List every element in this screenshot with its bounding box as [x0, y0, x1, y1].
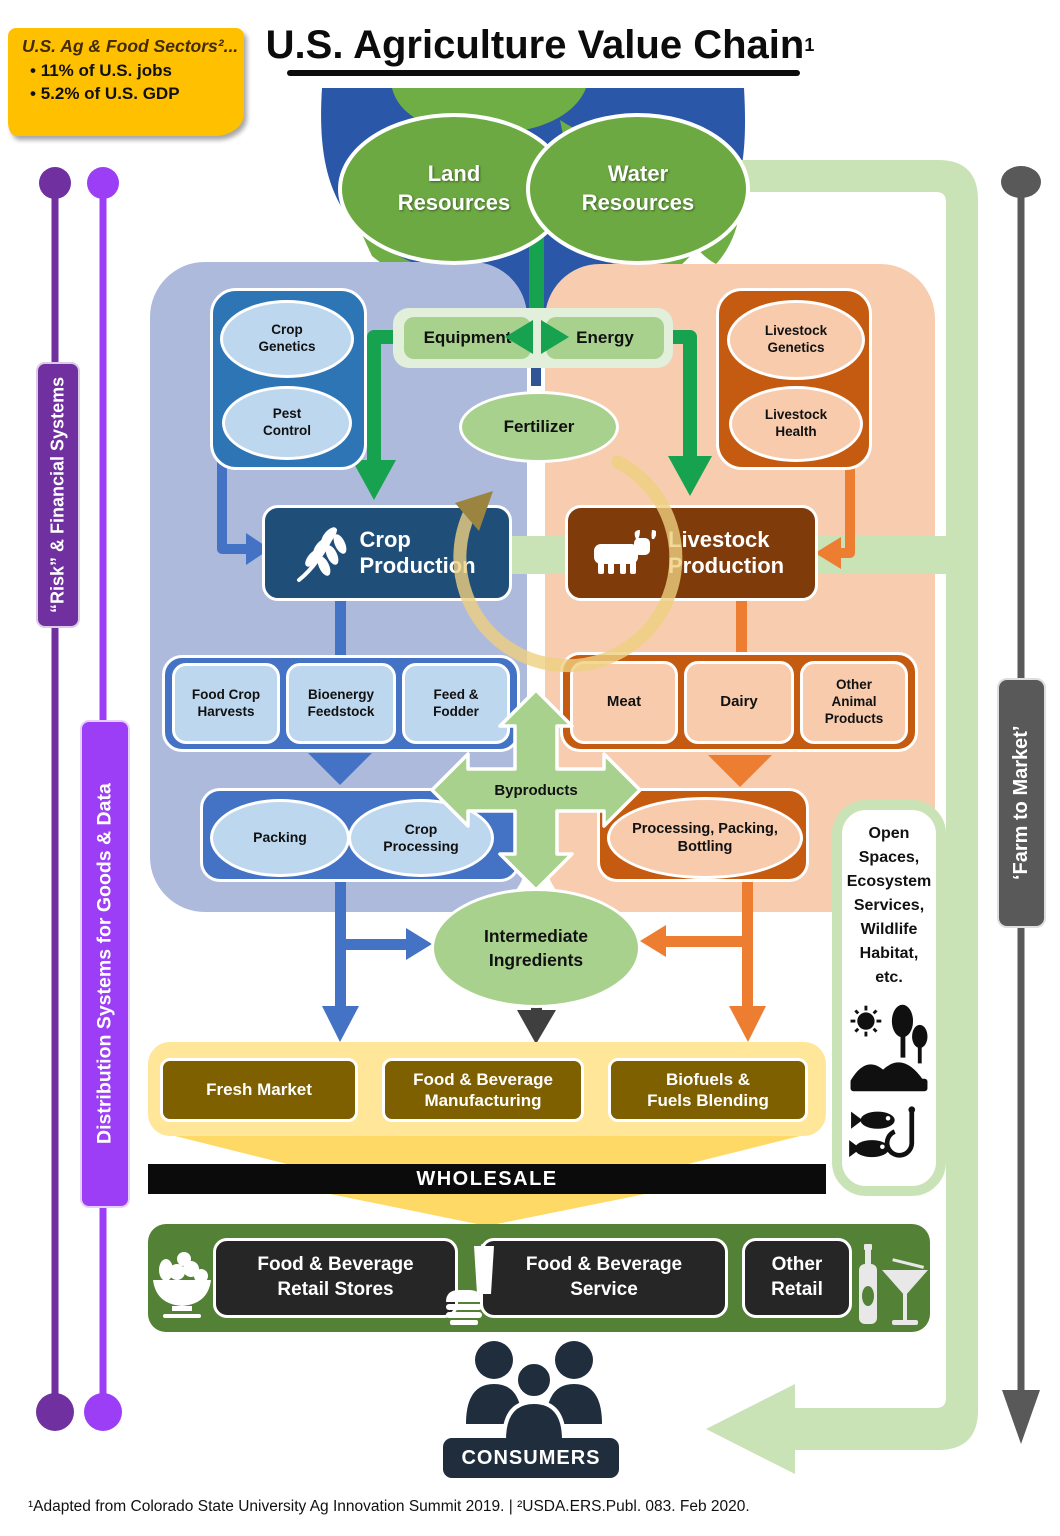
retail-stores-box: Food & Beverage Retail Stores	[213, 1238, 458, 1318]
biofuels-blending-box: Biofuels & Fuels Blending	[608, 1058, 808, 1122]
stats-note: U.S. Ag & Food Sectors²... 11% of U.S. j…	[8, 28, 244, 136]
crop-genetics: Crop Genetics	[220, 300, 354, 378]
open-spaces-text: Open Spaces, Ecosystem Services, Wildlif…	[846, 825, 932, 986]
title-footnote-ref: 1	[804, 34, 815, 55]
energy-box: Energy	[546, 317, 664, 359]
livestock-health: Livestock Health	[729, 386, 863, 462]
cow-icon	[594, 530, 656, 574]
consumers-icon	[448, 1336, 620, 1449]
livestock-genetics: Livestock Genetics	[727, 300, 865, 380]
livestock-production-box: Livestock Production	[565, 505, 818, 601]
food-crop-harvests: Food Crop Harvests	[172, 663, 280, 744]
dairy-box: Dairy	[684, 661, 794, 744]
distribution-rail-label: Distribution Systems for Goods & Data	[80, 720, 130, 1208]
other-retail-box: Other Retail	[742, 1238, 852, 1318]
burger-drink-icon	[444, 1243, 496, 1331]
processing-packing-bottling-ellipse: Processing, Packing, Bottling	[607, 797, 803, 879]
stats-note-bullet-gdp: 5.2% of U.S. GDP	[30, 84, 244, 104]
title-underline	[287, 70, 800, 76]
stats-note-bullet-jobs: 11% of U.S. jobs	[30, 61, 244, 81]
landscape-icon	[842, 998, 936, 1103]
fertilizer-ellipse: Fertilizer	[459, 391, 619, 463]
wholesale-bar: WHOLESALE	[148, 1164, 826, 1194]
wine-martini-icon	[854, 1238, 930, 1335]
packing-ellipse: Packing	[210, 799, 350, 877]
farm-to-market-label: ‘Farm to Market’	[997, 678, 1046, 928]
risk-financial-rail-label: “Risk” & Financial Systems	[36, 362, 80, 628]
crop-processing-ellipse: Crop Processing	[348, 799, 494, 877]
consumers-label: CONSUMERS	[443, 1438, 619, 1478]
meat-box: Meat	[570, 661, 678, 744]
bioenergy-feedstock: Bioenergy Feedstock	[286, 663, 396, 744]
byproducts-label: Byproducts	[494, 781, 578, 799]
fresh-market-box: Fresh Market	[160, 1058, 358, 1122]
intermediate-ingredients-ellipse: Intermediate Ingredients	[431, 888, 641, 1008]
food-beverage-manufacturing-box: Food & Beverage Manufacturing	[382, 1058, 584, 1122]
risk-rail-pin	[36, 167, 74, 1431]
crop-production-box: Crop Production	[262, 505, 512, 601]
open-spaces-box: Open Spaces, Ecosystem Services, Wildlif…	[832, 800, 946, 1196]
water-resources: Water Resources	[526, 113, 750, 265]
fishing-icon	[842, 1105, 936, 1184]
footnote: ¹Adapted from Colorado State University …	[28, 1498, 750, 1515]
pest-control: Pest Control	[222, 386, 352, 460]
other-animal-products-box: Other Animal Products	[800, 661, 908, 744]
equipment-box: Equipment	[404, 317, 531, 359]
wheat-icon	[296, 527, 346, 582]
feed-and-fodder: Feed & Fodder	[402, 663, 510, 744]
food-service-box: Food & Beverage Service	[480, 1238, 728, 1318]
stats-note-heading: U.S. Ag & Food Sectors²...	[22, 36, 239, 56]
fruit-bowl-icon	[150, 1242, 214, 1329]
